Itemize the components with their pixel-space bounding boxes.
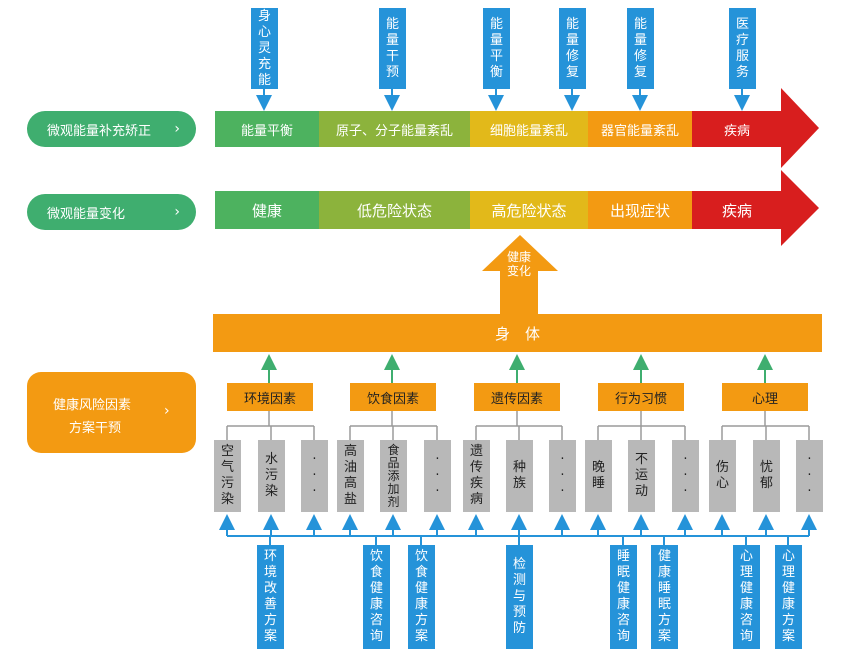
row1-segment-4: 器官能量紊乱: [588, 111, 692, 147]
row1-segment-3: 细胞能量紊乱: [470, 111, 588, 147]
plan-sleep-plan: 健康睡眠方案: [651, 545, 678, 649]
intervention-label-4: 能量修复: [559, 8, 586, 89]
risk-box-line2: 方案干预: [69, 421, 122, 436]
intervention-label-5: 能量修复: [627, 8, 654, 89]
plan-mental-plan: 心理健康方案: [775, 545, 802, 649]
sub-factor-box: ···: [672, 440, 699, 512]
sub-factor-box: ···: [424, 440, 451, 512]
plan-diet-plan: 饮食健康方案: [408, 545, 435, 649]
plan-mental-consult: 心理健康咨询: [733, 545, 760, 649]
row2-segment-4: 出现症状: [588, 191, 692, 229]
intervention-label-6: 医疗服务: [729, 8, 756, 89]
intervention-label-1: 身心灵充能: [251, 8, 278, 89]
row1-segment-5: 疾病: [692, 111, 782, 147]
row2-segment-1: 健康: [215, 191, 319, 229]
chevron-right-icon: ›: [174, 204, 180, 220]
sub-factor-box: 水污染: [258, 440, 285, 512]
sub-factor-box: 高油高盐: [337, 440, 364, 512]
plan-detection: 检测与预防: [506, 545, 533, 649]
sub-factor-box: 空气污染: [214, 440, 241, 512]
health-change-label: 健康变化: [507, 250, 532, 278]
row2-label-pill: 微观能量变化 ›: [27, 194, 196, 230]
sub-factor-box: 伤心: [709, 440, 736, 512]
row2-segment-5: 疾病: [692, 191, 782, 229]
sub-factor-box: 忧郁: [753, 440, 780, 512]
plan-diet-consult: 饮食健康咨询: [363, 545, 390, 649]
row1-segment-2: 原子、分子能量紊乱: [319, 111, 470, 147]
intervention-label-3: 能量平衡: [483, 8, 510, 89]
body-bar: 身 体: [213, 314, 822, 352]
factor-diet: 饮食因素: [350, 383, 436, 411]
intervention-label-2: 能量干预: [379, 8, 406, 89]
factor-psychology: 心理: [722, 383, 808, 411]
row2-arrow-head: [781, 170, 819, 246]
health-change-arrow: [500, 270, 538, 314]
row2-segment-3: 高危险状态: [470, 191, 588, 229]
sub-factor-box: 遗传疾病: [463, 440, 490, 512]
row2-segment-2: 低危险状态: [319, 191, 470, 229]
sub-factor-box: 不运动: [628, 440, 655, 512]
health-risk-box: 健康风险因素 方案干预 ›: [27, 372, 196, 453]
risk-box-line1: 健康风险因素: [53, 398, 132, 413]
sub-factor-box: ···: [301, 440, 328, 512]
chevron-right-icon: ›: [174, 121, 180, 137]
factor-environment: 环境因素: [227, 383, 313, 411]
sub-factor-box: 食品添加剂: [380, 440, 407, 512]
sub-factor-box: 晚睡: [585, 440, 612, 512]
health-change-arrow-head: [482, 235, 558, 271]
row1-label-pill: 微观能量补充矫正 ›: [27, 111, 196, 147]
row1-arrow-head: [781, 88, 819, 168]
sub-factor-box: 种族: [506, 440, 533, 512]
row1-label: 微观能量补充矫正: [47, 123, 152, 139]
factor-behavior: 行为习惯: [598, 383, 684, 411]
sub-factor-box: ···: [796, 440, 823, 512]
chevron-right-icon: ›: [164, 403, 170, 419]
factor-genetics: 遗传因素: [474, 383, 560, 411]
row1-segment-1: 能量平衡: [215, 111, 319, 147]
row2-label: 微观能量变化: [47, 206, 126, 222]
plan-environment: 环境改善方案: [257, 545, 284, 649]
plan-sleep-consult: 睡眠健康咨询: [610, 545, 637, 649]
sub-factor-box: ···: [549, 440, 576, 512]
